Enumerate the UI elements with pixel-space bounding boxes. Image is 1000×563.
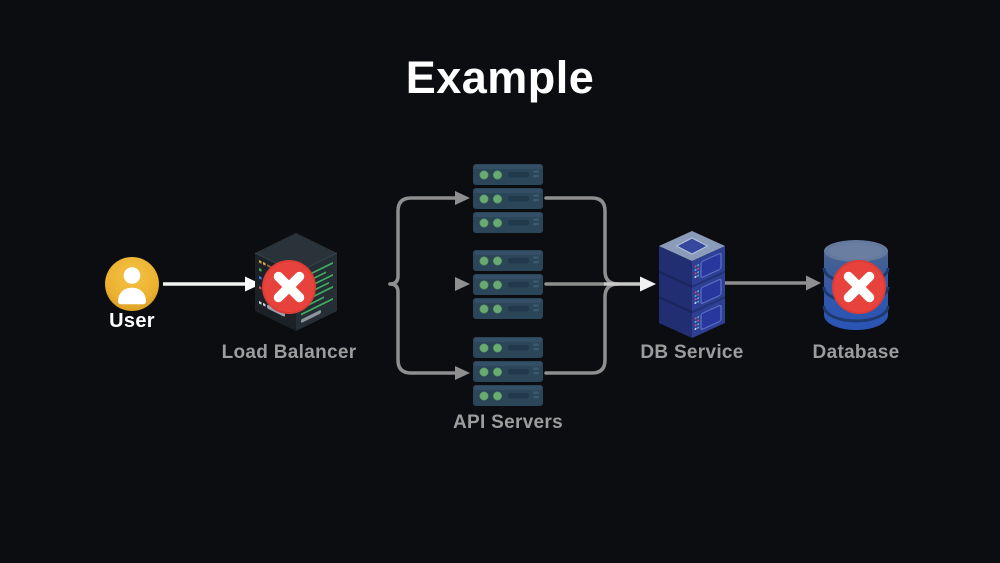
arrowhead-to-database (806, 275, 821, 291)
arrowhead-to-api-mid (455, 277, 470, 291)
node-label-load-balancer: Load Balancer (221, 342, 357, 363)
node-label-db-service: DB Service (640, 342, 744, 363)
error-icon (262, 260, 316, 314)
page-title: Example (405, 52, 595, 103)
api-server-stack-icon (473, 164, 543, 233)
arrowhead-to-db-service (640, 276, 656, 292)
user-icon (105, 257, 159, 311)
api-server-stack-icon (473, 250, 543, 319)
error-icon (832, 260, 886, 314)
load-balancer-icon (254, 233, 337, 331)
database-icon (822, 240, 895, 330)
node-label-api-servers: API Servers (453, 412, 563, 433)
arrowhead-to-api-bottom (455, 366, 470, 380)
node-label-user: User (109, 310, 155, 332)
api-server-stack-icon (473, 337, 543, 406)
node-label-database: Database (812, 342, 900, 363)
arrowhead-to-api-top (455, 191, 470, 205)
db-service-icon (659, 231, 725, 338)
